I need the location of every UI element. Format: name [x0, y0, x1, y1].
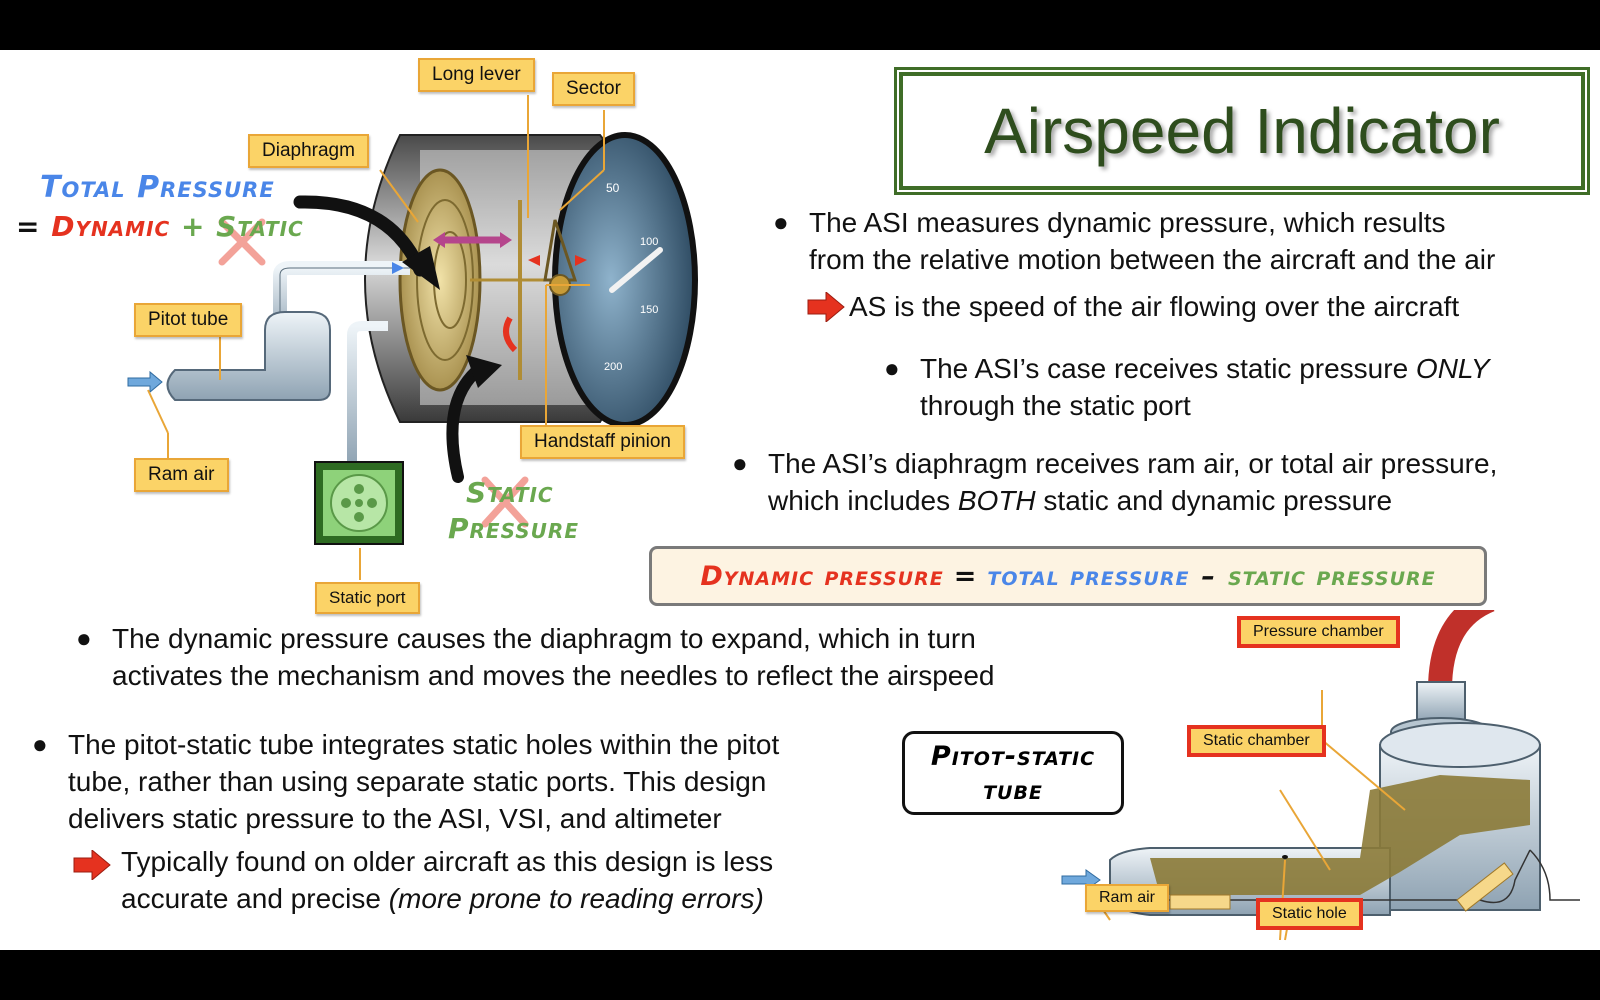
- arrow-point-as: AS is the speed of the air flowing over …: [849, 288, 1459, 325]
- bullet-case-static: ● The ASI’s case receives static pressur…: [884, 350, 1490, 424]
- bullet-line: from the relative motion between the air…: [809, 244, 1496, 275]
- total-pressure-note: Total Pressure: [40, 170, 275, 205]
- arrow-point-older-aircraft: Typically found on older aircraft as thi…: [121, 843, 773, 917]
- red-arrow-icon: [73, 850, 111, 880]
- tag-pressure-chamber: Pressure chamber: [1237, 616, 1400, 648]
- bullet-line: through the static port: [920, 390, 1191, 421]
- formula-dynamic: Dynamic pressure: [700, 560, 944, 592]
- tag-long-lever: Long lever: [418, 58, 535, 92]
- bullet-line: AS is the speed of the air flowing over …: [849, 291, 1460, 322]
- tag-static-port: Static port: [315, 582, 420, 614]
- static-pressure-note-line1: Static: [466, 476, 554, 509]
- bullet-asi-measures: ● The ASI measures dynamic pressure, whi…: [773, 204, 1496, 278]
- static-pressure-arrow: [446, 362, 486, 483]
- dial-number: 50: [606, 181, 620, 195]
- static-line: [347, 321, 388, 465]
- bullet-line: The ASI’s case receives static pressure …: [920, 350, 1490, 387]
- formula-static: static pressure: [1227, 560, 1436, 592]
- bullet-dynamic-expands: ● The dynamic pressure causes the diaphr…: [76, 620, 995, 694]
- tag-ram-air-pitot: Ram air: [1085, 884, 1170, 912]
- slide: 50 100 150 200: [0, 50, 1600, 950]
- tag-pitot-tube: Pitot tube: [134, 303, 243, 337]
- text-run: accurate and precise: [121, 883, 389, 914]
- bullet-dot: ●: [884, 353, 900, 383]
- asi-diagram: 50 100 150 200: [127, 95, 698, 580]
- pitot-static-label: Pitot-static tube: [902, 731, 1124, 815]
- bullet-dot: ●: [76, 623, 92, 653]
- title-box: Airspeed Indicator: [899, 72, 1585, 190]
- formula-total: total pressure: [987, 560, 1190, 592]
- bullet-line: The ASI’s diaphragm receives ram air, or…: [768, 448, 1498, 479]
- tag-sector: Sector: [552, 72, 635, 106]
- total-pressure-equation: = Dynamic + Static: [16, 210, 304, 243]
- bullet-pitot-static: ● The pitot-static tube integrates stati…: [32, 726, 780, 837]
- emphasis: ONLY: [1415, 353, 1490, 384]
- equals-sign: =: [16, 210, 41, 243]
- bullet-line: The pitot-static tube integrates static …: [68, 729, 780, 760]
- bullet-line: accurate and precise (more prone to read…: [121, 880, 773, 917]
- bullet-dot: ●: [732, 448, 748, 478]
- pitot-static-label-line1: Pitot-static: [930, 741, 1096, 772]
- bullet-line: tube, rather than using separate static …: [68, 766, 767, 797]
- bullet-line: activates the mechanism and moves the ne…: [112, 660, 995, 691]
- tag-static-hole: Static hole: [1256, 898, 1363, 930]
- dial-number: 100: [640, 236, 658, 248]
- bullet-line: which includes BOTH static and dynamic p…: [768, 482, 1497, 519]
- emphasis: (more prone to reading errors): [388, 883, 764, 914]
- static-word: Static: [216, 210, 304, 243]
- formula-minus: –: [1201, 560, 1216, 592]
- dial-number: 200: [604, 361, 622, 373]
- dial-number: 150: [640, 304, 658, 316]
- formula-box: Dynamic pressure = total pressure – stat…: [649, 546, 1487, 606]
- plus-sign: +: [180, 210, 206, 243]
- ram-air-arrow: [127, 370, 163, 394]
- bullet-line: The ASI measures dynamic pressure, which…: [809, 207, 1446, 238]
- bullet-line: delivers static pressure to the ASI, VSI…: [68, 803, 722, 834]
- formula-equals: =: [953, 560, 978, 592]
- pitot-static-label-line2: tube: [983, 775, 1043, 806]
- text-run: static and dynamic pressure: [1035, 485, 1393, 516]
- text-run: which includes: [768, 485, 958, 516]
- pressure-port-fitting: [1416, 681, 1466, 723]
- needle: [609, 247, 663, 293]
- tag-handstaff-pinion: Handstaff pinion: [520, 425, 685, 459]
- tag-ram-air: Ram air: [134, 458, 229, 492]
- text-run: The ASI’s case receives static pressure: [920, 353, 1416, 384]
- bullet-dot: ●: [32, 729, 48, 759]
- total-pressure-arrow: [293, 195, 427, 277]
- bullet-dot: ●: [773, 207, 789, 237]
- tag-static-chamber: Static chamber: [1187, 725, 1326, 757]
- emphasis: BOTH: [957, 485, 1036, 516]
- static-pressure-note-line2: Pressure: [448, 512, 579, 545]
- pitot-tube-body: [166, 311, 331, 401]
- bullet-line: The dynamic pressure causes the diaphrag…: [112, 623, 976, 654]
- bullet-diaphragm-ram-air: ● The ASI’s diaphragm receives ram air, …: [732, 445, 1498, 519]
- page-title: Airspeed Indicator: [984, 95, 1500, 167]
- red-arrow-icon: [807, 292, 845, 322]
- dynamic-word: Dynamic: [51, 210, 171, 243]
- tag-diaphragm: Diaphragm: [248, 134, 369, 168]
- static-chamber-fill: [1150, 775, 1530, 895]
- bullet-line: Typically found on older aircraft as thi…: [121, 846, 774, 877]
